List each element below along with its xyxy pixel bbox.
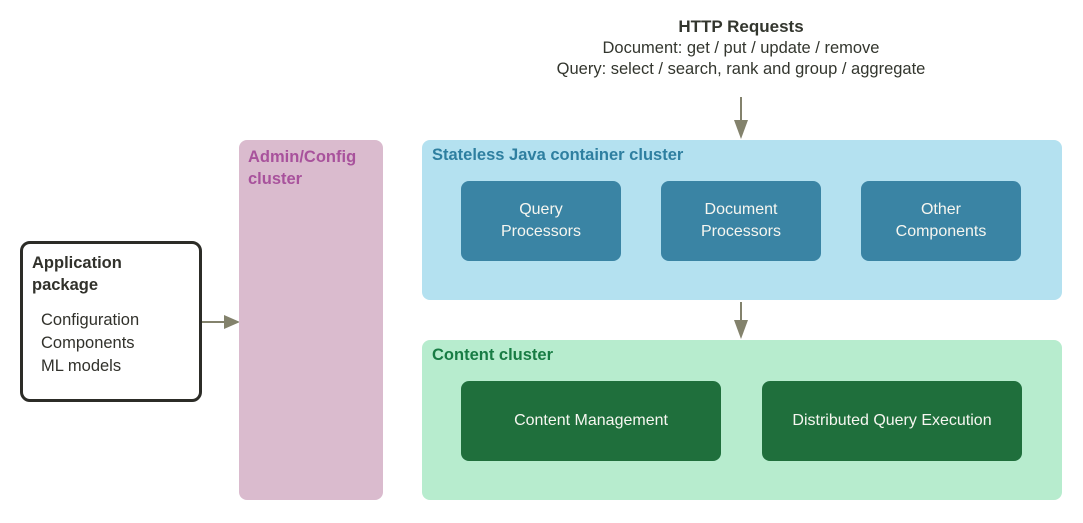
admin-config-cluster: Admin/Config cluster	[239, 140, 383, 500]
application-package-item-ml-models: ML models	[41, 357, 122, 375]
stateless-container-cluster: Stateless Java container cluster Query P…	[422, 140, 1062, 300]
other-components-label: Other Components	[895, 201, 987, 240]
arrow-down-icon	[734, 120, 748, 139]
application-package-items: Configuration Components ML models	[23, 309, 199, 378]
document-processors-box: Document Processors	[661, 181, 821, 261]
document-processors-label: Document Processors	[700, 201, 782, 240]
application-package-box: Application package Configuration Compon…	[20, 241, 202, 402]
arrow-shaft	[740, 97, 742, 121]
arrow-right-icon	[224, 315, 240, 329]
distributed-query-execution-label: Distributed Query Execution	[792, 412, 992, 429]
content-cluster-title: Content cluster	[432, 346, 554, 364]
query-operations-line: Query: select / search, rank and group /…	[556, 60, 926, 78]
query-processors-label: Query Processors	[500, 201, 582, 240]
content-management-label: Content Management	[514, 412, 668, 429]
other-components-box: Other Components	[861, 181, 1021, 261]
application-package-item-configuration: Configuration	[41, 311, 140, 329]
content-management-box: Content Management	[461, 381, 721, 461]
distributed-query-execution-box: Distributed Query Execution	[762, 381, 1022, 461]
arrow-down-icon	[734, 320, 748, 339]
content-cluster: Content cluster Content Management Distr…	[422, 340, 1062, 500]
stateless-container-cluster-title: Stateless Java container cluster	[432, 146, 684, 164]
arrow-shaft	[202, 321, 225, 323]
http-requests-title: HTTP Requests	[678, 17, 804, 36]
application-package-item-components: Components	[41, 334, 135, 352]
query-processors-box: Query Processors	[461, 181, 621, 261]
http-requests-header: HTTP Requests Document: get / put / upda…	[400, 16, 1082, 81]
arrow-shaft	[740, 302, 742, 321]
application-package-title: Application package	[32, 254, 122, 294]
document-operations-line: Document: get / put / update / remove	[602, 38, 880, 57]
admin-config-cluster-title: Admin/Config cluster	[248, 148, 357, 188]
